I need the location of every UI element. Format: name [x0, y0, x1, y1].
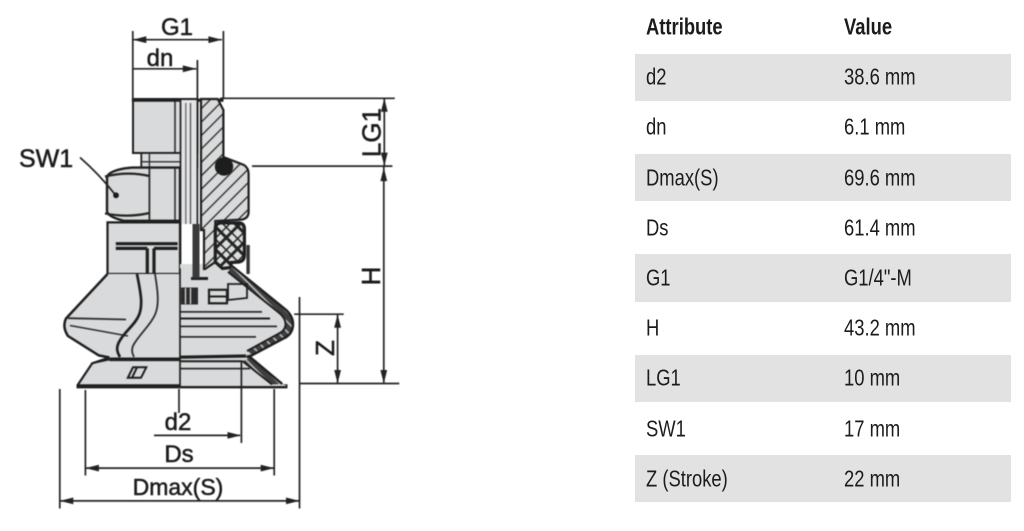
svg-text:G1: G1 — [161, 14, 193, 41]
svg-text:LG1: LG1 — [357, 108, 387, 157]
svg-text:Z: Z — [310, 340, 340, 356]
svg-text:d2: d2 — [165, 409, 192, 436]
svg-text:H: H — [356, 267, 386, 286]
svg-text:dn: dn — [147, 45, 174, 72]
svg-text:Dmax(S): Dmax(S) — [133, 474, 224, 500]
svg-text:Ds: Ds — [164, 441, 193, 468]
svg-text:SW1: SW1 — [19, 145, 73, 173]
